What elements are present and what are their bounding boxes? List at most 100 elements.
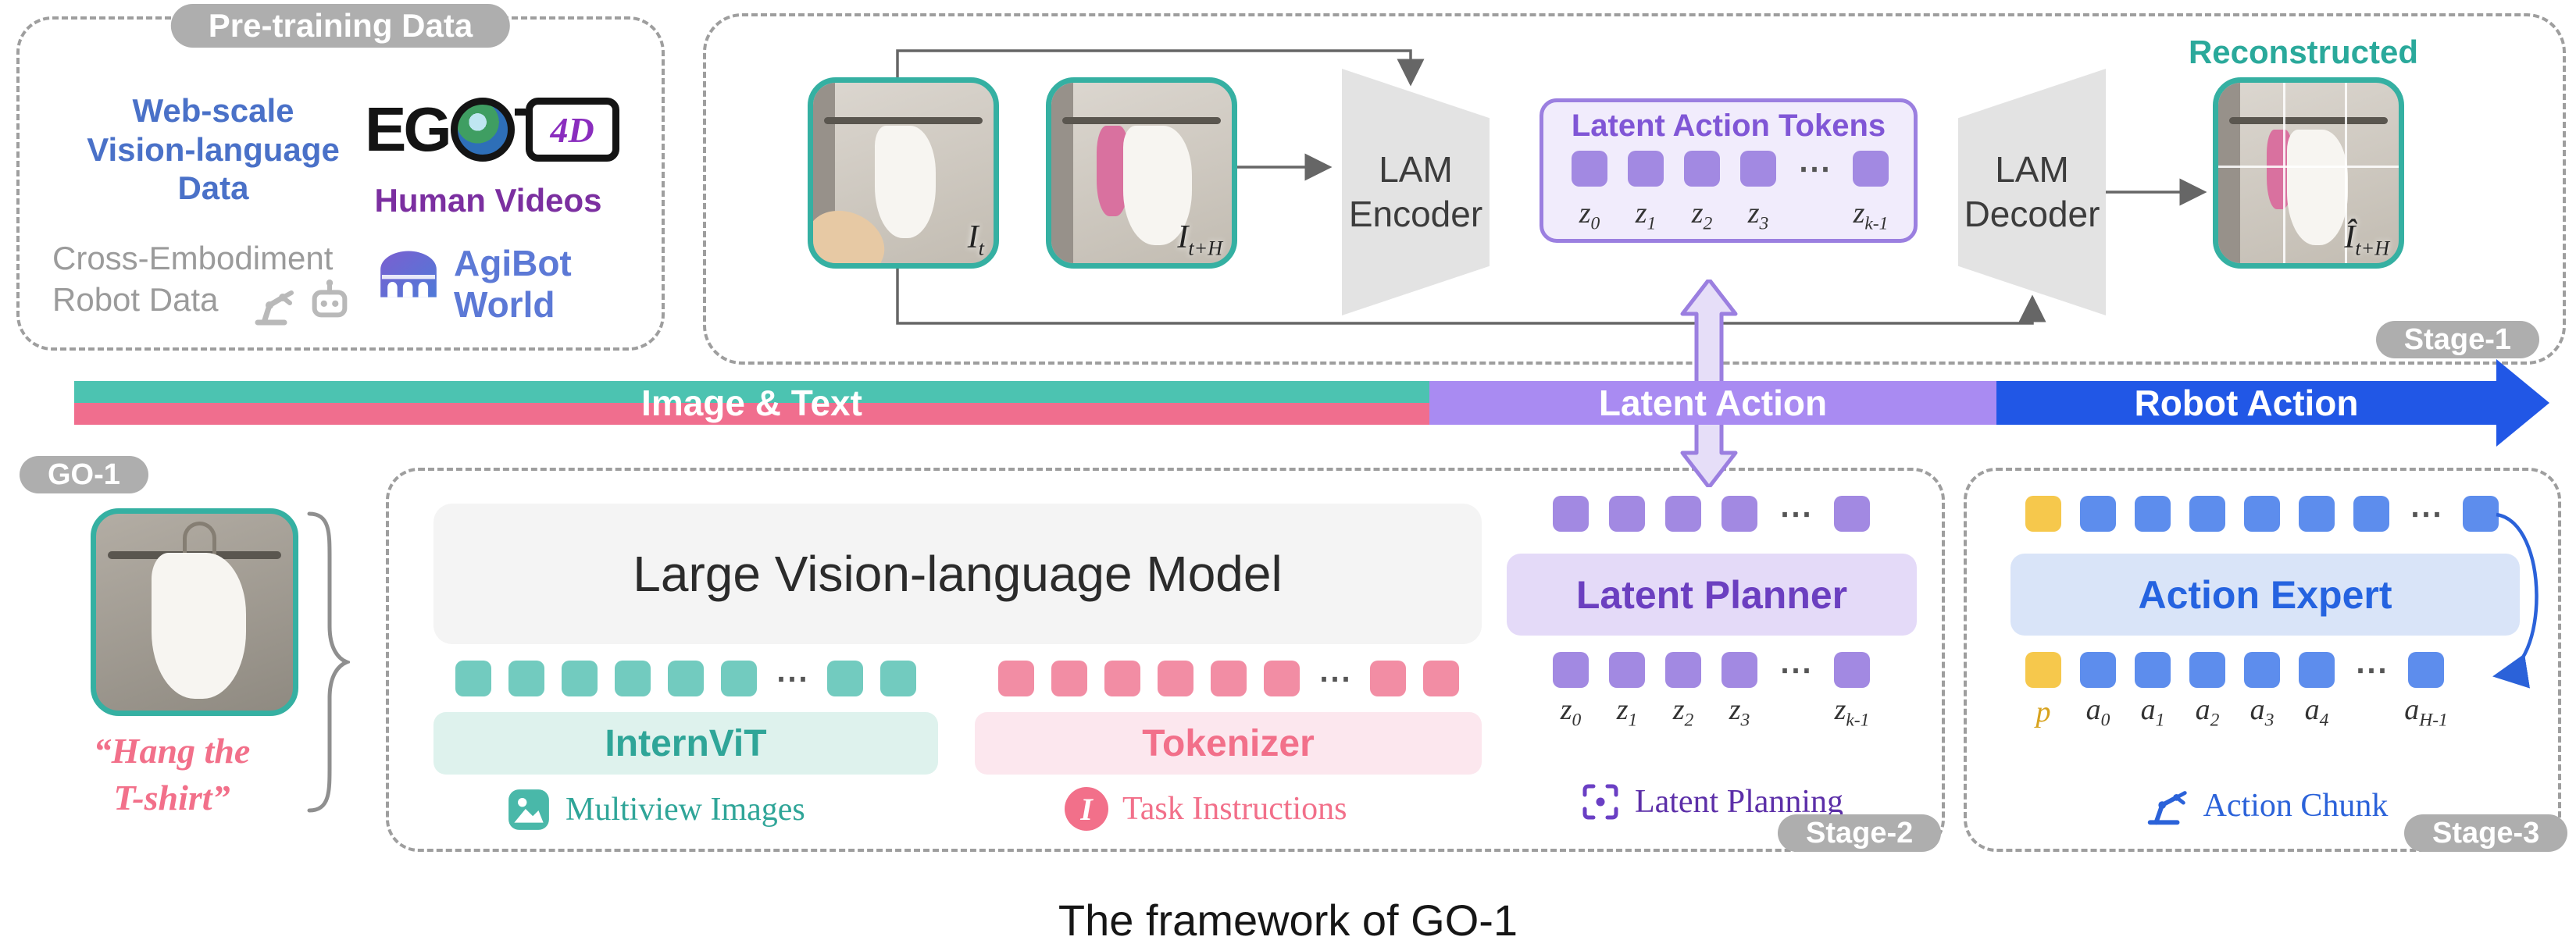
action-token-square (2299, 652, 2335, 688)
latent-planner-label: Latent Planner (1575, 572, 1848, 617)
token-label: z0 (1579, 197, 1600, 234)
cross-embodiment-line-1: Cross-Embodiment (52, 240, 334, 276)
vision-token-square (827, 661, 863, 696)
web-scale-data-label: Web-scale Vision-language Data (57, 91, 369, 208)
lam-decoder-line-2: Decoder (1964, 194, 2100, 234)
hanger-hook (182, 522, 216, 555)
stage3-badge-label: Stage-3 (2432, 816, 2540, 849)
text-token-row: ⋯ (998, 661, 1459, 696)
closet-frame (2218, 83, 2240, 263)
reconstructed-label: Reconstructed (2188, 34, 2419, 70)
action-chunk-label: Action Chunk (2203, 788, 2389, 824)
vision-token-square (615, 661, 651, 696)
token-label: z2 (1672, 693, 1694, 731)
closet-frame (1051, 83, 1073, 263)
band-arrowhead (2496, 359, 2549, 447)
token-label: a4 (2304, 693, 2329, 731)
text-token-square (1264, 661, 1300, 696)
band-latent-action-label: Latent Action (1598, 383, 1828, 423)
token-label: z3 (1747, 197, 1769, 234)
lam-encoder-block: LAM Encoder (1342, 69, 1490, 315)
text-token-square (1104, 661, 1140, 696)
action-token-square (2189, 496, 2225, 532)
multiview-images-group: Multiview Images (506, 787, 805, 832)
vision-token-square (668, 661, 704, 696)
text-token-square (998, 661, 1034, 696)
action-token-square (2244, 652, 2280, 688)
agibot-world-label: AgiBot World (454, 243, 572, 326)
token-label: a3 (2250, 693, 2275, 731)
planner-token-square (1721, 652, 1757, 688)
frame-t-label: It (967, 219, 984, 259)
task-quote: “Hang the T-shirt” (23, 728, 320, 821)
stage3-panel: ⋯ Action Expert ⋯ p a0 a1 a2 a3 a4 aH-1 (1964, 468, 2568, 852)
go1-observation-image (91, 508, 298, 716)
token-label: z3 (1729, 693, 1750, 731)
vision-token-square (562, 661, 598, 696)
latent-action-tokens-title: Latent Action Tokens (1571, 109, 1886, 143)
latent-token-square (1853, 151, 1889, 187)
white-garment (2286, 130, 2349, 245)
cross-embodiment-line-2: Robot Data (52, 280, 219, 318)
token-label: z1 (1616, 693, 1638, 731)
internvit-label: InternViT (605, 722, 767, 764)
band-robot-action-label: Robot Action (2134, 383, 2359, 423)
action-chunk-robot-icon (2147, 791, 2187, 825)
action-token-square (2244, 496, 2280, 532)
planner-token-square (1553, 496, 1589, 532)
planner-output-token-row: ⋯ (1553, 652, 1870, 688)
task-quote-line-1: “Hang the (93, 731, 251, 771)
robot-arm-gray-icon (255, 290, 294, 326)
text-token-square (1051, 661, 1087, 696)
stage1-badge: Stage-1 (2375, 321, 2539, 358)
grid-line (2218, 166, 2399, 169)
tokenizer-label: Tokenizer (1142, 722, 1315, 764)
token-label: zk-1 (1853, 197, 1889, 234)
pretraining-title: Pre-training Data (208, 7, 473, 44)
planner-input-token-row: ⋯ (1553, 496, 1870, 532)
latent-planning-group: Latent Planning (1507, 782, 1917, 822)
band-image-text-label: Image & Text (641, 383, 862, 423)
band-latent-action: Latent Action (1429, 381, 1996, 425)
reconstructed-frame-image: Ît+H (2213, 77, 2404, 269)
reconstructed-frame-label: Ît+H (2344, 219, 2389, 259)
lam-decoder-block: LAM Decoder (1958, 69, 2106, 315)
action-token-square (2189, 652, 2225, 688)
human-videos-label: Human Videos (374, 182, 602, 219)
grid-line (2283, 83, 2286, 263)
planner-token-square (1721, 496, 1757, 532)
label-spacer (2353, 694, 2389, 730)
lam-decoder-line-1: LAM (1995, 148, 2069, 190)
planner-token-square (1665, 652, 1701, 688)
frame-t-plus-h-label: It+H (1177, 219, 1222, 259)
text-token-square (1370, 661, 1406, 696)
lam-encoder-line-1: LAM (1379, 148, 1453, 190)
band-image-text: Image & Text (74, 381, 1429, 425)
planner-token-square (1834, 652, 1870, 688)
cross-embodiment-label: Cross-Embodiment Robot Data (52, 238, 380, 320)
glasses-bridge-icon (514, 109, 526, 116)
action-token-square (2080, 652, 2116, 688)
action-token-square (2299, 496, 2335, 532)
action-chunk-group: Action Chunk (2010, 782, 2520, 830)
action-token-square (2463, 496, 2499, 532)
figure-caption: The framework of GO-1 (1058, 896, 1518, 945)
closet-rod (823, 116, 983, 125)
web-scale-line-2: Vision-language (87, 130, 340, 168)
expert-input-token-row: ⋯ (2025, 496, 2499, 532)
band-image-stripe (74, 381, 1429, 403)
band-robot-action: Robot Action (1996, 381, 2496, 425)
colosseum-icon (380, 251, 437, 297)
multiview-images-label: Multiview Images (566, 792, 805, 828)
vision-token-square (455, 661, 491, 696)
go1-badge: GO-1 (20, 456, 148, 493)
action-expert-label: Action Expert (2138, 572, 2392, 617)
token-label: z0 (1560, 693, 1582, 731)
action-token-square (2135, 652, 2171, 688)
latent-planning-label: Latent Planning (1634, 784, 1844, 820)
web-scale-line-3: Data (177, 169, 249, 207)
pretraining-title-pill: Pre-training Data (170, 4, 511, 48)
multiview-images-icon (508, 789, 549, 830)
action-expert-block: Action Expert (2010, 554, 2520, 636)
